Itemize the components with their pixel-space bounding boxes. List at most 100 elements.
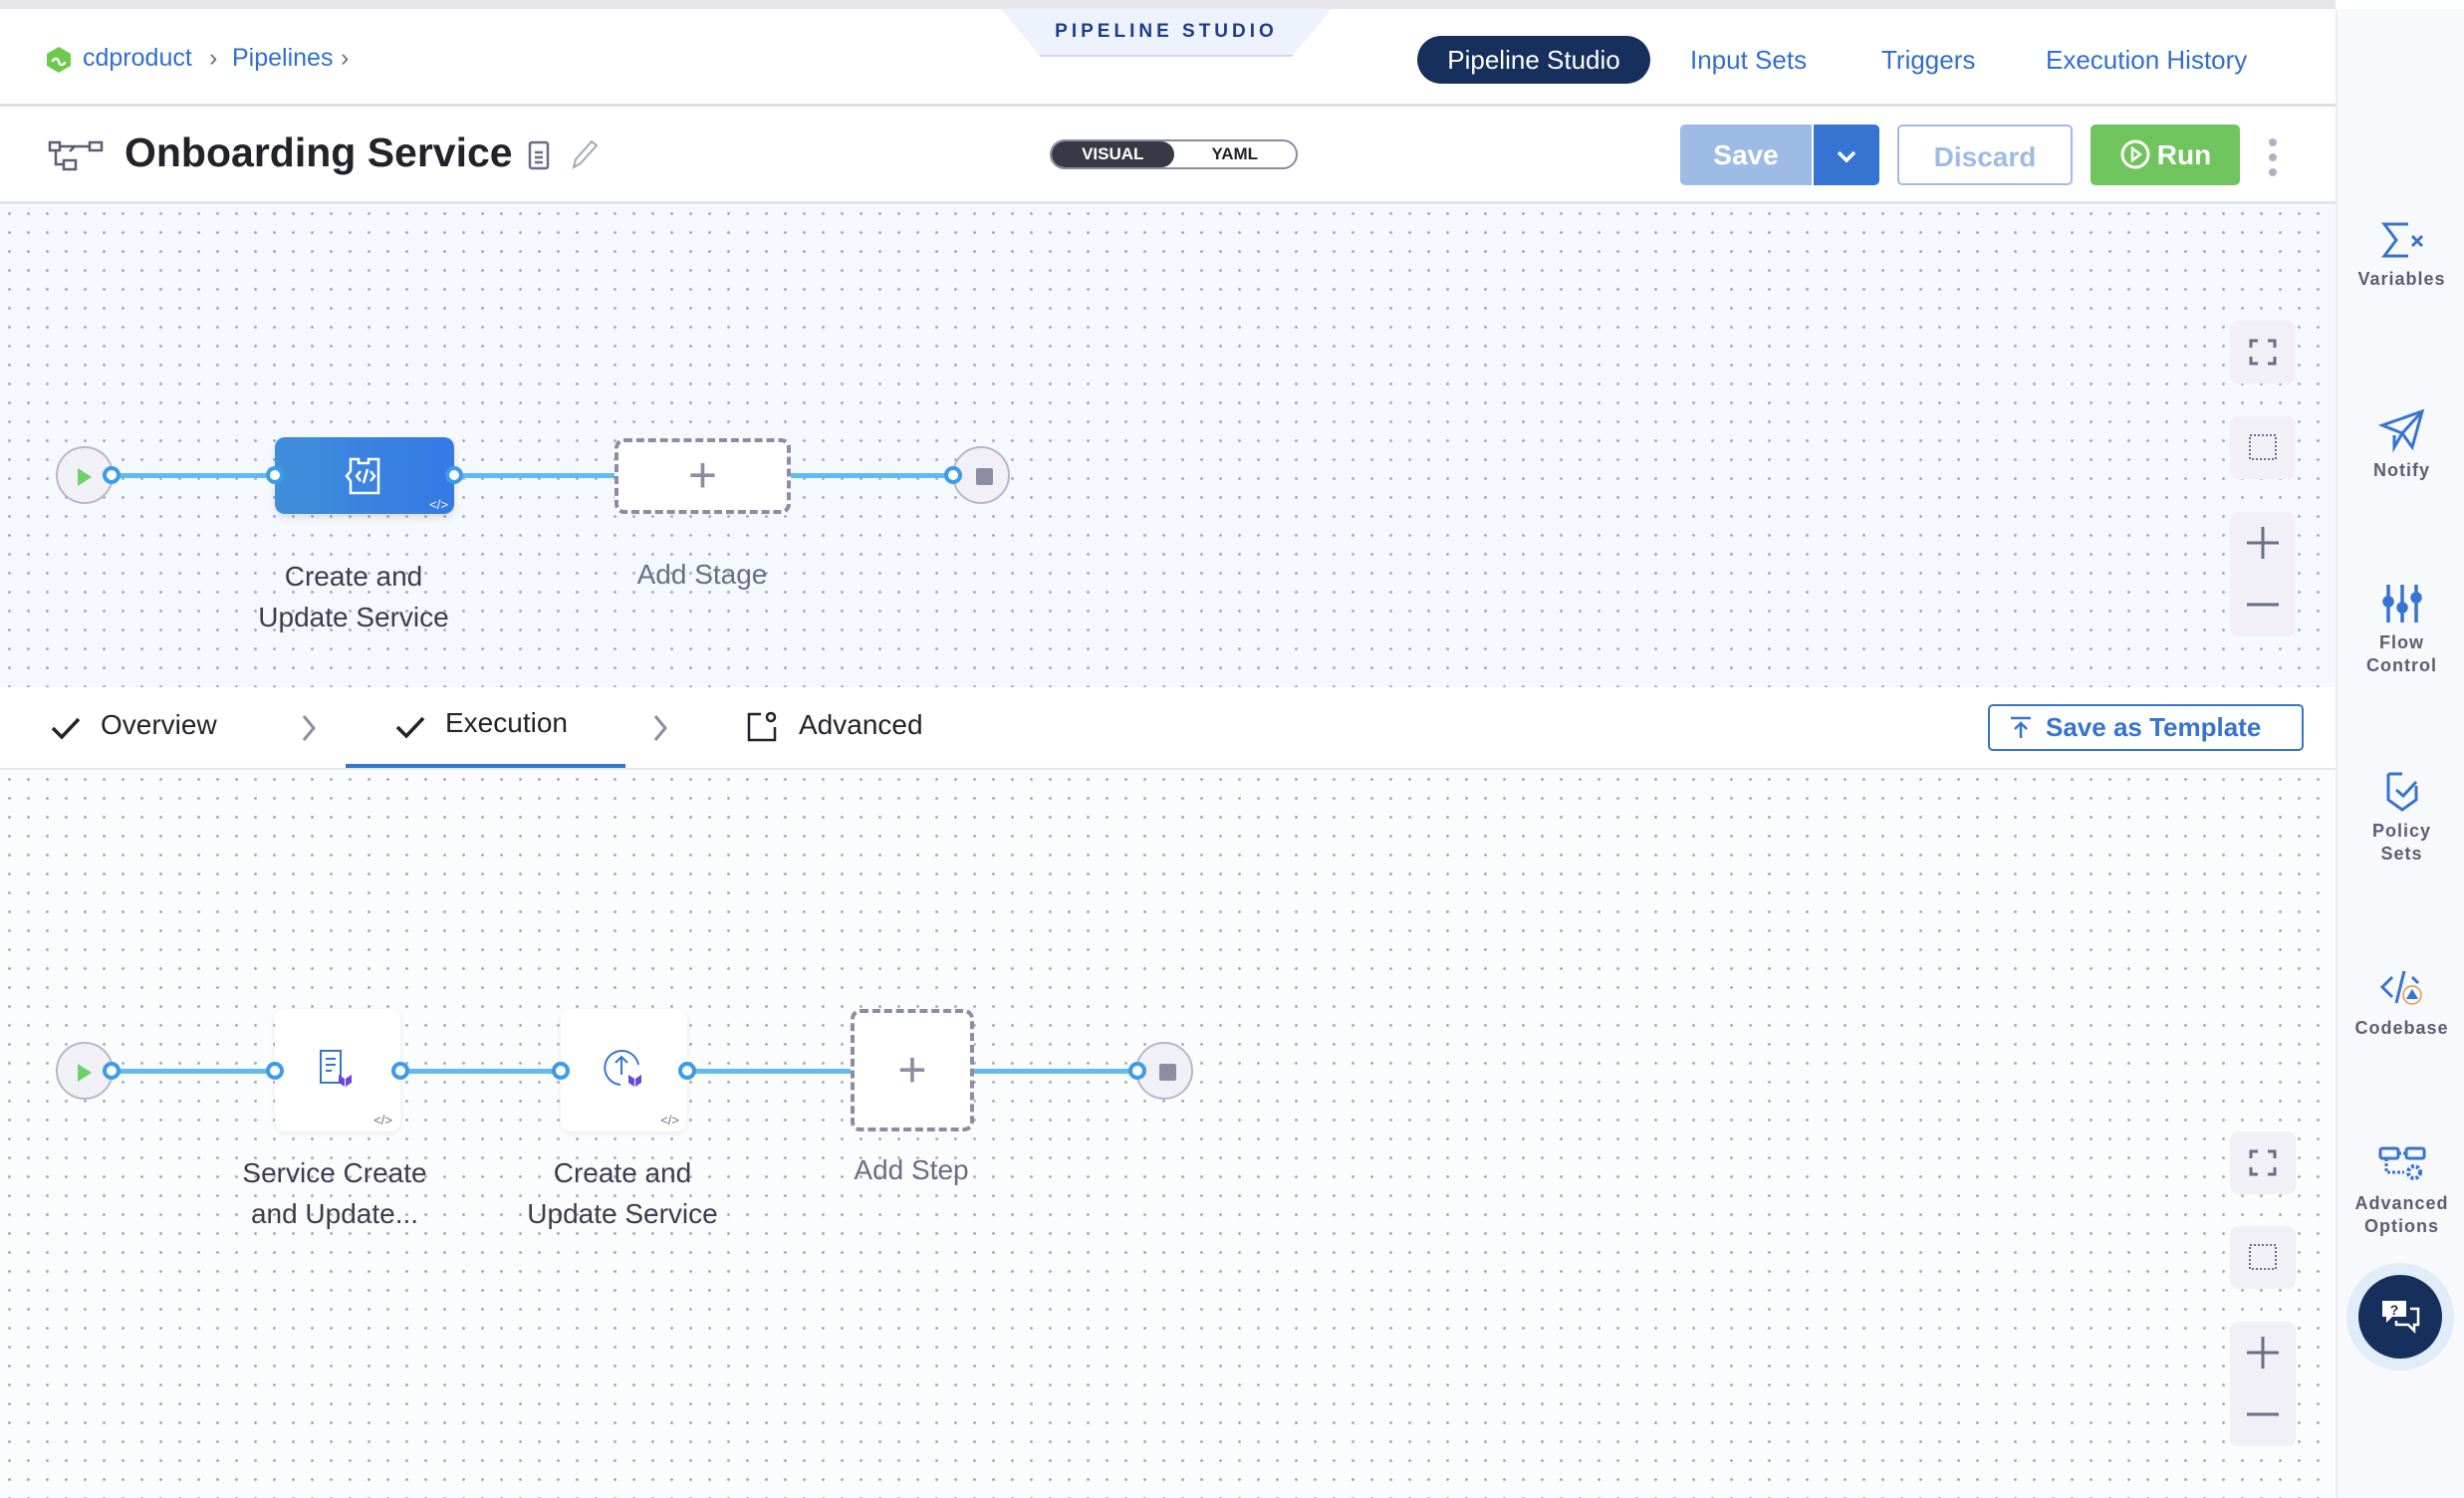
step-label: Service Create and Update... [205,1152,464,1234]
advanced-settings-icon [747,711,777,742]
port [391,1062,409,1080]
sidebar-item-codebase[interactable]: Codebase [2338,967,2464,1040]
edge [463,473,615,478]
breadcrumb-project[interactable]: cdproduct [83,44,192,72]
sidebar-item-flow-control[interactable]: Flow Control [2338,582,2464,677]
stage-label-line: Update Service [258,602,449,632]
view-toggle[interactable]: VISUAL YAML [1050,139,1298,169]
save-button[interactable]: Save [1680,125,1812,185]
save-as-template-button[interactable]: Save as Template [1988,704,2304,751]
edge [687,1069,851,1074]
execution-start-node [56,1042,114,1100]
zoom-out-icon[interactable] [2230,574,2296,635]
marquee-select-icon [2249,434,2277,460]
fullscreen-icon [2249,339,2277,366]
sidebar-item-label: Flow [2379,632,2424,652]
sidebar-item-advanced-options[interactable]: Advanced Options [2338,1142,2464,1238]
zoom-in-icon[interactable] [2230,512,2296,574]
add-stage-label: Add Stage [636,559,768,590]
sidebar-item-variables[interactable]: Variables [2338,218,2464,291]
tab-execution-history[interactable]: Execution History [2046,45,2248,75]
tab-input-sets[interactable]: Input Sets [1690,45,1808,75]
pipeline-icon [48,140,104,171]
edge [974,1069,1137,1074]
tab-triggers[interactable]: Triggers [1881,45,1976,75]
edit-pencil-icon[interactable] [570,137,600,171]
stage-tabs-bar: Overview Execution Advanced Save as Temp… [0,687,2336,770]
sidebar-item-label: Notify [2373,460,2430,480]
step-label-line: and Update... [250,1198,419,1229]
help-chat-icon: ? [2382,1301,2420,1335]
paper-plane-icon [2377,408,2424,453]
execution-canvas[interactable] [0,770,2336,1498]
stage-node[interactable]: </> [275,437,454,514]
fit-to-screen-button[interactable] [2230,1131,2296,1194]
play-icon [78,468,92,486]
sidebar-item-policy-sets[interactable]: Policy Sets [2338,770,2464,866]
port [103,1062,121,1080]
port [944,466,962,484]
more-options-icon[interactable] [2263,137,2283,177]
edge [791,473,954,478]
sidebar-item-label: Control [2366,655,2437,675]
shield-check-icon [2386,772,2417,812]
tab-execution[interactable]: Execution [445,707,568,738]
tab-overview[interactable]: Overview [101,709,217,740]
stop-icon [976,468,993,485]
zoom-controls [2230,1322,2296,1446]
fit-to-screen-button[interactable] [2230,321,2296,383]
fullscreen-icon [2249,1149,2277,1176]
chevron-down-icon [1837,150,1856,163]
help-chat-button[interactable]: ? [2358,1275,2442,1359]
sliders-icon [2381,585,2422,623]
step-node[interactable]: </> [561,1009,687,1131]
select-area-button[interactable] [2230,1226,2296,1289]
run-label: Run [2156,139,2212,170]
step-node[interactable]: </> [275,1009,400,1131]
banner-text: PIPELINE STUDIO [1055,21,1278,42]
run-button[interactable]: Run [2091,125,2240,185]
sidebar-item-label: Options [2364,1216,2439,1236]
breadcrumb-pipelines[interactable]: Pipelines [232,44,334,72]
stage-canvas[interactable] [0,204,2336,687]
description-icon[interactable] [528,140,550,170]
code-icon: </> [429,497,448,512]
select-area-button[interactable] [2230,416,2296,479]
breadcrumb-separator: › [209,44,218,72]
port [445,466,463,484]
window-top-border [0,0,2336,9]
chevron-right-icon [653,715,667,741]
right-sidebar: Variables Notify Flow Control Policy Set… [2336,9,2464,1498]
add-step-button[interactable]: + [851,1009,974,1131]
sidebar-item-label: Codebase [2354,1018,2449,1038]
toggle-visual[interactable]: VISUAL [1052,141,1174,167]
zoom-controls [2230,512,2296,636]
tab-advanced[interactable]: Advanced [799,709,923,740]
custom-stage-icon [345,457,380,495]
edge [114,1069,275,1074]
upload-template-icon [2011,716,2031,738]
play-circle-icon [2120,139,2150,169]
sidebar-item-label: Advanced [2354,1193,2449,1213]
terraform-upload-icon [604,1050,641,1087]
zoom-out-icon[interactable] [2230,1383,2296,1445]
toggle-yaml[interactable]: YAML [1211,144,1259,163]
add-stage-button[interactable]: + [615,438,791,514]
step-label-line: Service Create [242,1157,427,1188]
chevron-right-icon [302,715,316,741]
pipeline-studio-banner: PIPELINE STUDIO [1001,9,1332,57]
step-label-line: Create and [553,1157,692,1188]
edge [400,1069,561,1074]
add-step-label: Add Step [854,1154,969,1185]
tab-pipeline-studio[interactable]: Pipeline Studio [1417,36,1650,84]
stop-icon [1159,1064,1176,1081]
port [266,1062,284,1080]
zoom-in-icon[interactable] [2230,1322,2296,1383]
nodes-gear-icon [2378,1146,2425,1180]
code-icon: </> [660,1113,679,1127]
discard-button[interactable]: Discard [1897,125,2073,185]
save-options-dropdown[interactable] [1812,125,1879,185]
svg-text:?: ? [2390,1302,2399,1318]
sidebar-item-notify[interactable]: Notify [2338,407,2464,482]
